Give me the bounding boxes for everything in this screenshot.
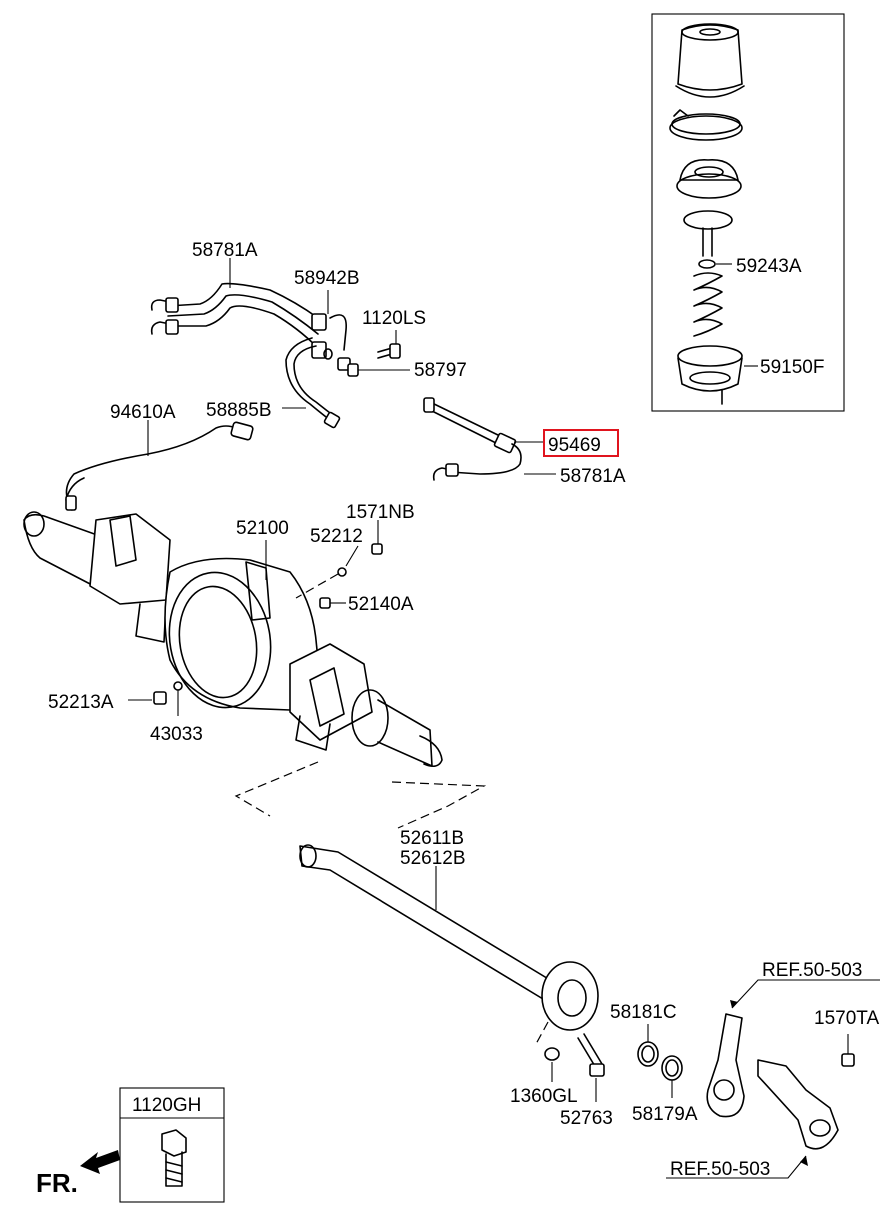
brake-bracket-parts: REF.50-503 1570TA REF.50-503	[666, 960, 880, 1180]
label-58781A-bottom: 58781A	[560, 466, 626, 487]
brake-hoses-group: 58781A 58942B 1120LS 58797 58885B	[150, 240, 626, 487]
label-1570TA: 1570TA	[814, 1008, 879, 1029]
label-94610A: 94610A	[110, 402, 176, 423]
label-43033: 43033	[150, 724, 203, 745]
label-58942B: 58942B	[294, 268, 360, 289]
hub-small-parts: 1360GL 52763 58181C 58179A	[510, 1002, 698, 1129]
label-ref-bottom: REF.50-503	[670, 1159, 770, 1180]
label-1571NB: 1571NB	[346, 502, 415, 523]
label-95469: 95469	[548, 435, 601, 456]
axle-housing: 52100	[23, 511, 443, 768]
front-direction-indicator: FR.	[36, 1150, 120, 1198]
label-52212: 52212	[310, 526, 363, 547]
label-52612B: 52612B	[400, 848, 466, 869]
label-58797: 58797	[414, 360, 467, 381]
label-1120LS: 1120LS	[362, 308, 426, 329]
label-58781A-top: 58781A	[192, 240, 258, 261]
label-ref-top: REF.50-503	[762, 960, 862, 981]
label-1120GH: 1120GH	[132, 1095, 201, 1116]
label-59243A: 59243A	[736, 256, 802, 277]
axle-shaft: 52611B 52612B	[299, 828, 599, 1045]
label-52100: 52100	[236, 518, 289, 539]
label-58885B: 58885B	[206, 400, 272, 421]
label-1360GL: 1360GL	[510, 1086, 578, 1107]
label-52763: 52763	[560, 1108, 613, 1129]
label-52213A: 52213A	[48, 692, 114, 713]
label-52140A: 52140A	[348, 594, 414, 615]
label-52611B: 52611B	[400, 828, 464, 849]
highlight-box-95469	[543, 429, 619, 457]
label-58181C: 58181C	[610, 1002, 677, 1023]
shaft-dashed-outline	[234, 761, 487, 829]
label-59150F: 59150F	[760, 357, 824, 378]
brake-chamber-inset: 59243A 59150F	[651, 13, 845, 412]
housing-small-parts: 52212 1571NB 52140A 52213A 43033	[48, 502, 415, 745]
label-front: FR.	[36, 1168, 78, 1198]
bolt-1120GH-box: 1120GH	[119, 1087, 225, 1203]
label-58179A: 58179A	[632, 1104, 698, 1125]
abs-sensor-cable: 94610A	[65, 402, 254, 511]
